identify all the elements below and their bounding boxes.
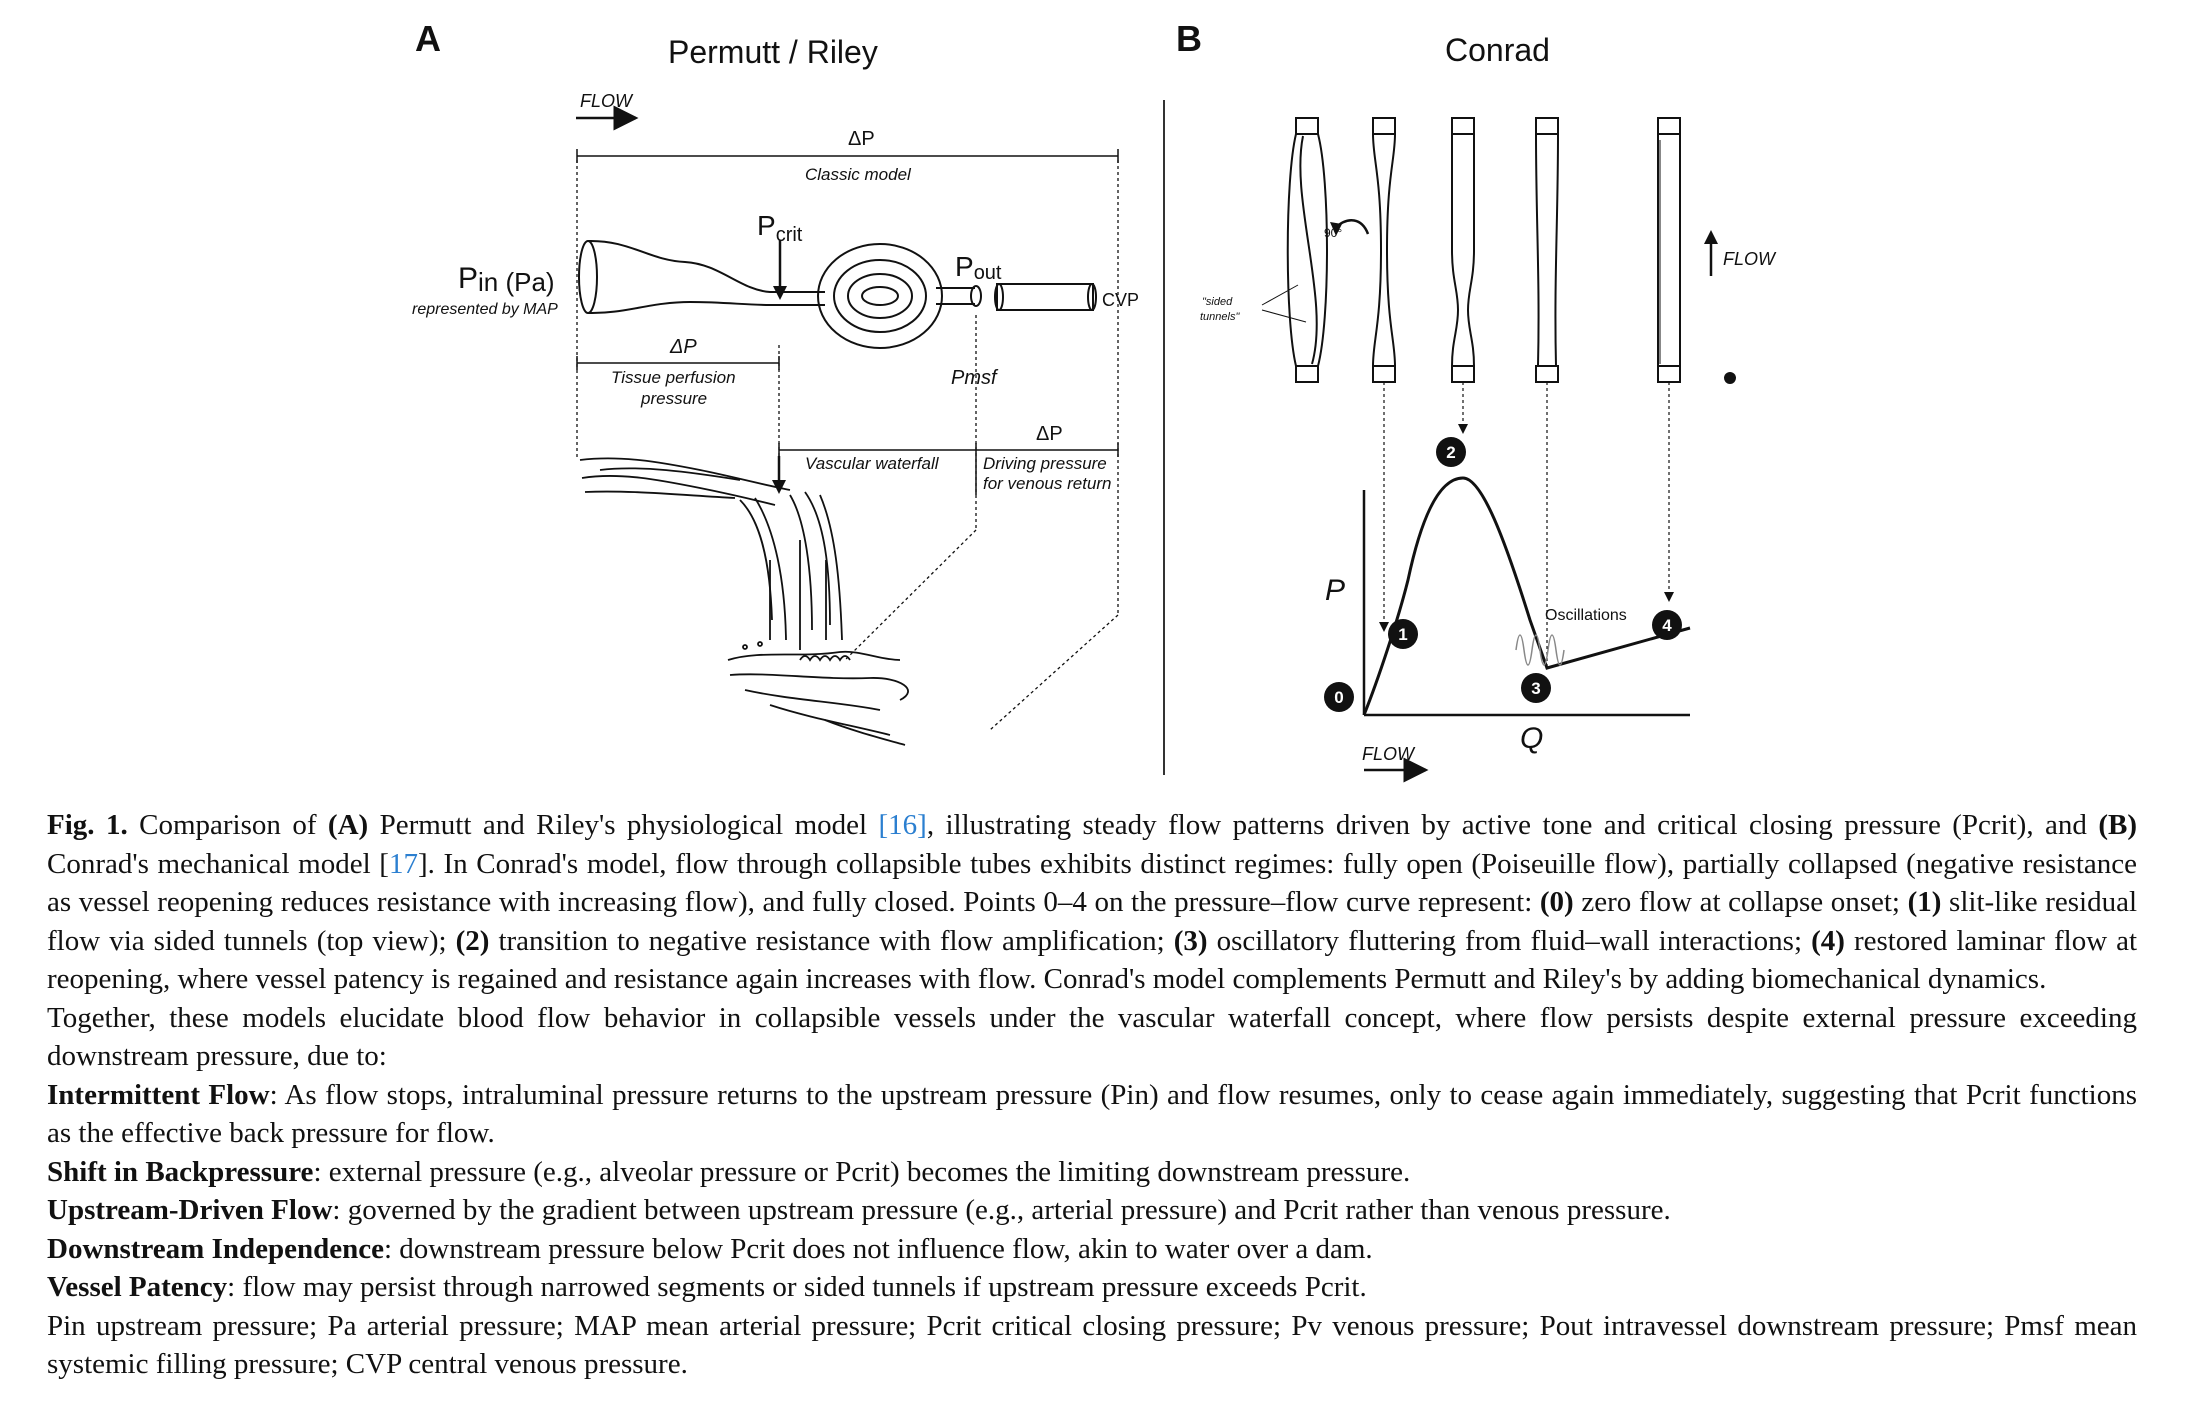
svg-text:2: 2 [1446, 443, 1455, 462]
caption-text: zero flow at collapse onset; [1581, 886, 1900, 918]
driving-label-2: for venous return [983, 474, 1112, 493]
svg-text:0: 0 [1334, 688, 1343, 707]
panel-b-title: Conrad [1445, 32, 1550, 68]
pressure-flow-curve [1362, 476, 1691, 716]
sided-label-1: "sided [1202, 296, 1233, 308]
svg-text:4: 4 [1662, 616, 1672, 635]
cvp-label: CVP [1102, 290, 1139, 310]
p-axis-label: P [1325, 574, 1345, 607]
oscillation-wave [1515, 634, 1565, 666]
vascular-waterfall-label: Vascular waterfall [805, 454, 940, 473]
caption-text: slit-like residual flow via sided tunnel… [47, 886, 2138, 957]
caption-downstream-independence: Downstream Independence: downstream pres… [47, 1232, 1373, 1265]
curve-point-0: 0 [1324, 682, 1354, 712]
curve-point-4: 4 [1652, 610, 1682, 640]
caption-upstream-flow: Upstream-Driven Flow: governed by the gr… [47, 1194, 1671, 1226]
caption-paragraph-2: Together, these models elucidate blood f… [47, 1001, 2137, 1073]
flow-up-label: FLOW [1723, 249, 1777, 269]
ref-16-link[interactable]: [16] [878, 809, 927, 841]
tissue-label-2: pressure [640, 389, 707, 408]
point-2-ref: (2) [455, 924, 490, 957]
point-0-small-marker [1724, 372, 1736, 384]
point-1-ref: (1) [1907, 886, 1942, 918]
caption-bold-a: (A) [327, 809, 369, 841]
svg-text:3: 3 [1531, 679, 1540, 698]
caption-intermittent-flow: Intermittent Flow: As flow stops, intral… [47, 1078, 2137, 1150]
q-axis-label: Q [1520, 722, 1543, 755]
svg-text:1: 1 [1398, 625, 1407, 644]
classic-model-label: Classic model [805, 165, 912, 184]
curve-point-3: 3 [1521, 673, 1551, 703]
caption-shift-backpressure: Shift in Backpressure: external pressure… [47, 1155, 1411, 1188]
caption-text: transition to negative resistance with f… [498, 924, 1165, 957]
delta-p-tissue: ΔP [669, 336, 697, 358]
point-4-ref: (4) [1811, 924, 1845, 957]
pout-label: Pout [955, 251, 1002, 284]
dotted-guides-a [576, 160, 1119, 731]
collapsible-tubes [1286, 117, 1681, 383]
flow-label-a: FLOW [580, 91, 634, 111]
caption-text: , illustrating steady flow patterns driv… [926, 809, 2087, 841]
fig-label: Fig. 1. [47, 809, 128, 841]
panel-a: A Permutt / Riley FLOW ΔP Classic model … [412, 18, 1139, 746]
caption-text: Comparison of [139, 809, 317, 841]
caption-text: Permutt and Riley's physiological model [379, 809, 868, 841]
point-0-ref: (0) [1539, 886, 1574, 918]
caption-paragraph-1: Fig. 1. Comparison of (A) Permutt and Ri… [47, 806, 2137, 999]
oscillations-label: Oscillations [1545, 607, 1627, 624]
delta-p-driving: ΔP [1036, 423, 1063, 445]
caption-text: ]. In Conrad's model, flow through colla… [47, 847, 2137, 919]
figure-svg: A Permutt / Riley FLOW ΔP Classic model … [412, 18, 1777, 783]
curve-point-2: 2 [1436, 437, 1466, 467]
panel-a-letter: A [415, 18, 441, 59]
vessel-drawing [578, 239, 1097, 349]
sided-label-2: tunnels" [1200, 311, 1240, 323]
flow-bottom-label: FLOW [1362, 744, 1416, 764]
caption-text: Conrad's mechanical model [ [47, 847, 389, 880]
driving-label-1: Driving pressure [983, 454, 1107, 473]
delta-p-classic: ΔP [848, 128, 875, 150]
tissue-label-1: Tissue perfusion [611, 368, 736, 387]
caption-vessel-patency: Vessel Patency: flow may persist through… [47, 1271, 1367, 1303]
pcrit-label: Pcrit [757, 210, 803, 246]
caption-bold-b: (B) [2098, 809, 2137, 841]
panel-b-letter: B [1176, 18, 1202, 59]
curve-point-1: 1 [1388, 619, 1418, 649]
tube-drop-lines [1383, 382, 1670, 670]
rotation-label: 90° [1324, 226, 1342, 240]
pmsf-label: Pmsf [951, 367, 999, 389]
represented-by-map: represented by MAP [412, 301, 558, 318]
point-3-ref: (3) [1173, 924, 1208, 957]
caption-text: restored laminar flow at reopening, wher… [47, 924, 2138, 996]
figure: A Permutt / Riley FLOW ΔP Classic model … [412, 18, 1777, 783]
caption-abbreviations: Pin upstream pressure; Pa arterial press… [47, 1309, 2137, 1381]
pin-label: Pin (Pa) [458, 262, 555, 297]
figure-caption: Fig. 1. Comparison of (A) Permutt and Ri… [47, 806, 2137, 1384]
ref-17-link[interactable]: 17 [388, 847, 418, 880]
caption-text: oscillatory fluttering from fluid–wall i… [1216, 924, 1803, 957]
waterfall-illustration [579, 457, 909, 746]
panel-a-title: Permutt / Riley [668, 34, 878, 70]
panel-b: B Conrad [1176, 18, 1777, 783]
